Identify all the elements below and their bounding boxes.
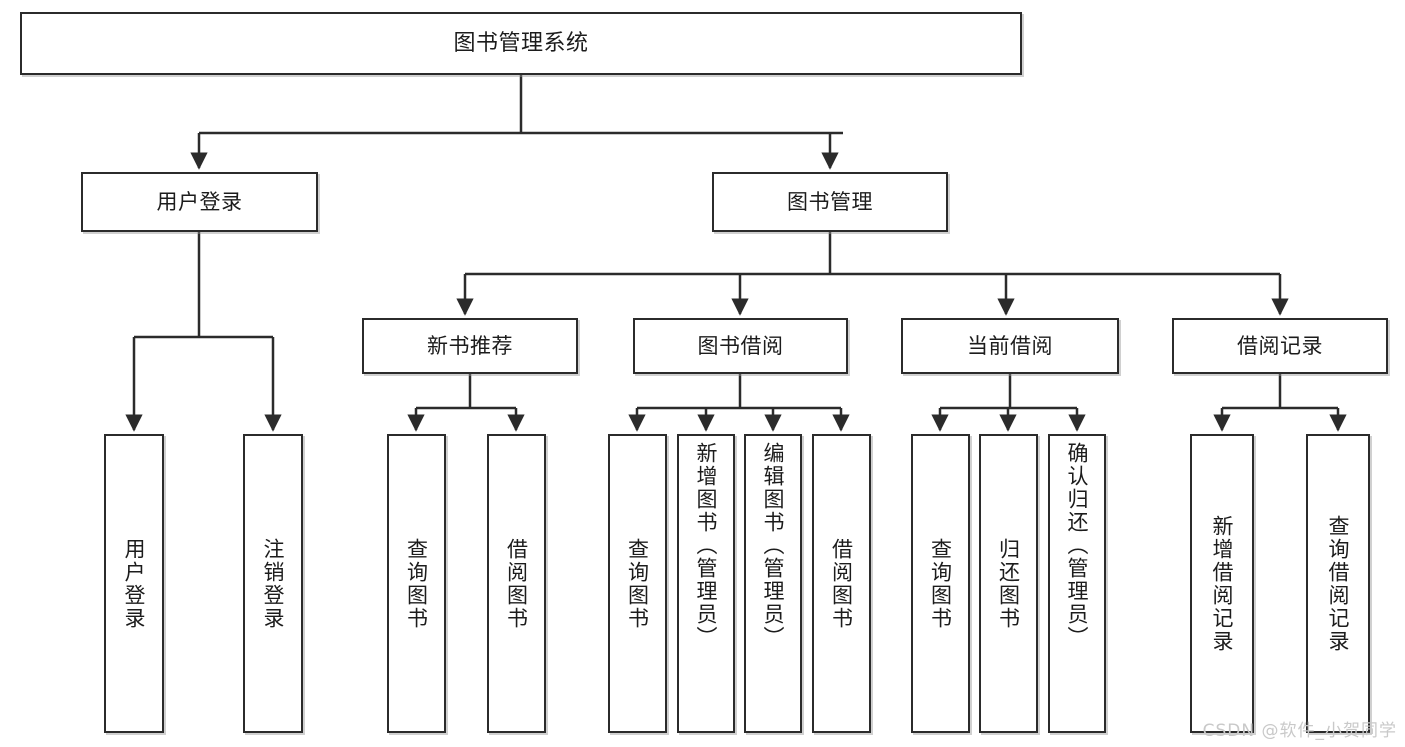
node-leaf-user-login-label: 用户登录: [122, 537, 147, 630]
node-leaf-query-book-3-label: 查询图书: [928, 537, 953, 630]
node-leaf-logout-label: 注销登录: [261, 537, 286, 630]
node-leaf-return-book-label: 归还图书: [996, 537, 1021, 630]
node-new-book-rec[interactable]: 新书推荐: [362, 318, 578, 374]
node-borrow-record[interactable]: 借阅记录: [1172, 318, 1388, 374]
node-leaf-confirm-return-label: 确认归还（管理员）: [1065, 442, 1090, 649]
node-borrow-record-label: 借阅记录: [1237, 333, 1323, 358]
node-leaf-query-book-1-label: 查询图书: [404, 537, 429, 630]
node-leaf-query-book-3[interactable]: 查询图书: [911, 434, 970, 733]
node-leaf-query-record[interactable]: 查询借阅记录: [1306, 434, 1370, 733]
node-leaf-edit-book[interactable]: 编辑图书（管理员）: [744, 434, 802, 733]
node-leaf-query-book-2-label: 查询图书: [625, 537, 650, 630]
node-user-login[interactable]: 用户登录: [81, 172, 318, 232]
node-leaf-borrow-book-2-label: 借阅图书: [829, 537, 854, 630]
node-book-manage-label: 图书管理: [787, 189, 873, 214]
node-leaf-user-login[interactable]: 用户登录: [104, 434, 164, 733]
node-leaf-return-book[interactable]: 归还图书: [979, 434, 1038, 733]
node-leaf-logout[interactable]: 注销登录: [243, 434, 303, 733]
node-leaf-borrow-book-1[interactable]: 借阅图书: [487, 434, 546, 733]
node-leaf-query-book-1[interactable]: 查询图书: [387, 434, 446, 733]
node-book-borrow[interactable]: 图书借阅: [633, 318, 848, 374]
node-book-borrow-label: 图书借阅: [697, 333, 784, 358]
node-leaf-query-book-2[interactable]: 查询图书: [608, 434, 667, 733]
csdn-watermark: CSDN @软件_小贺同学: [1202, 721, 1397, 741]
node-current-borrow-label: 当前借阅: [967, 333, 1053, 358]
node-root[interactable]: 图书管理系统: [20, 12, 1022, 75]
node-leaf-confirm-return[interactable]: 确认归还（管理员）: [1048, 434, 1106, 733]
node-leaf-add-book[interactable]: 新增图书（管理员）: [677, 434, 735, 733]
node-book-manage[interactable]: 图书管理: [712, 172, 948, 232]
node-leaf-borrow-book-1-label: 借阅图书: [504, 537, 529, 630]
node-leaf-add-book-label: 新增图书（管理员）: [694, 442, 719, 649]
node-leaf-add-record-label: 新增借阅记录: [1210, 514, 1235, 653]
node-new-book-rec-label: 新书推荐: [427, 333, 513, 358]
node-leaf-add-record[interactable]: 新增借阅记录: [1190, 434, 1254, 733]
node-leaf-edit-book-label: 编辑图书（管理员）: [761, 442, 786, 649]
node-leaf-borrow-book-2[interactable]: 借阅图书: [812, 434, 871, 733]
node-root-label: 图书管理系统: [453, 30, 589, 56]
node-user-login-label: 用户登录: [156, 189, 243, 214]
node-current-borrow[interactable]: 当前借阅: [901, 318, 1119, 374]
node-leaf-query-record-label: 查询借阅记录: [1326, 514, 1351, 653]
